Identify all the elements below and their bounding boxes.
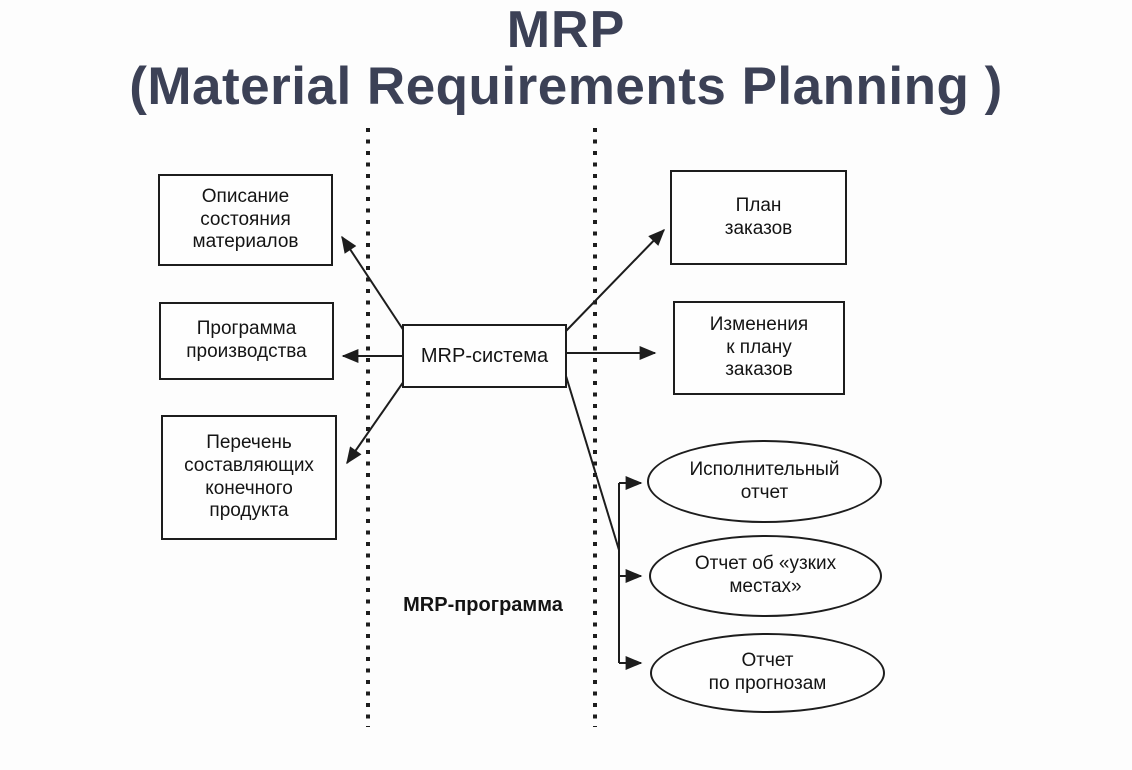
title-line-mrp: MRP bbox=[506, 1, 626, 59]
ellipse-bottleneck-report-label: Отчет об «узких местах» bbox=[694, 553, 837, 597]
box-production-program: Программа производства bbox=[159, 302, 334, 380]
ellipse-bottleneck-report: Отчет об «узких местах» bbox=[649, 535, 882, 617]
arrow-to-materials-state bbox=[341, 235, 405, 332]
box-order-changes-label: Изменения к плану заказов bbox=[709, 313, 809, 381]
box-order-plan-label: План заказов bbox=[724, 194, 793, 239]
ellipse-executive-report-label: Исполнительный отчет bbox=[689, 458, 840, 503]
box-order-plan: План заказов bbox=[670, 170, 847, 265]
box-materials-state: Описание состояния материалов bbox=[158, 174, 333, 266]
title-line-subtitle: (Material Requirements Planning ) bbox=[129, 57, 1003, 116]
slide-title: MRP (Material Requirements Planning ) bbox=[0, 2, 1132, 116]
mrp-program-zone-label: MRP-программа bbox=[403, 594, 563, 616]
box-production-program-label: Программа производства bbox=[186, 318, 307, 362]
box-materials-state-label: Описание состояния материалов bbox=[192, 185, 299, 253]
arrow-to-components-list bbox=[346, 380, 405, 465]
box-mrp-system: MRP-система bbox=[402, 324, 567, 388]
ellipse-forecast-report: Отчет по прогнозам bbox=[650, 633, 885, 713]
box-order-changes: Изменения к плану заказов bbox=[673, 301, 845, 395]
line-to-reports-branch bbox=[565, 375, 620, 551]
box-components-list: Перечень составляющих конечного продукта bbox=[161, 415, 337, 540]
ellipse-forecast-report-label: Отчет по прогнозам bbox=[708, 650, 827, 694]
arrow-to-order-plan bbox=[565, 228, 665, 332]
box-mrp-system-label: MRP-система bbox=[420, 345, 549, 367]
box-components-list-label: Перечень составляющих конечного продукта bbox=[184, 431, 314, 522]
ellipse-executive-report: Исполнительный отчет bbox=[647, 440, 882, 523]
